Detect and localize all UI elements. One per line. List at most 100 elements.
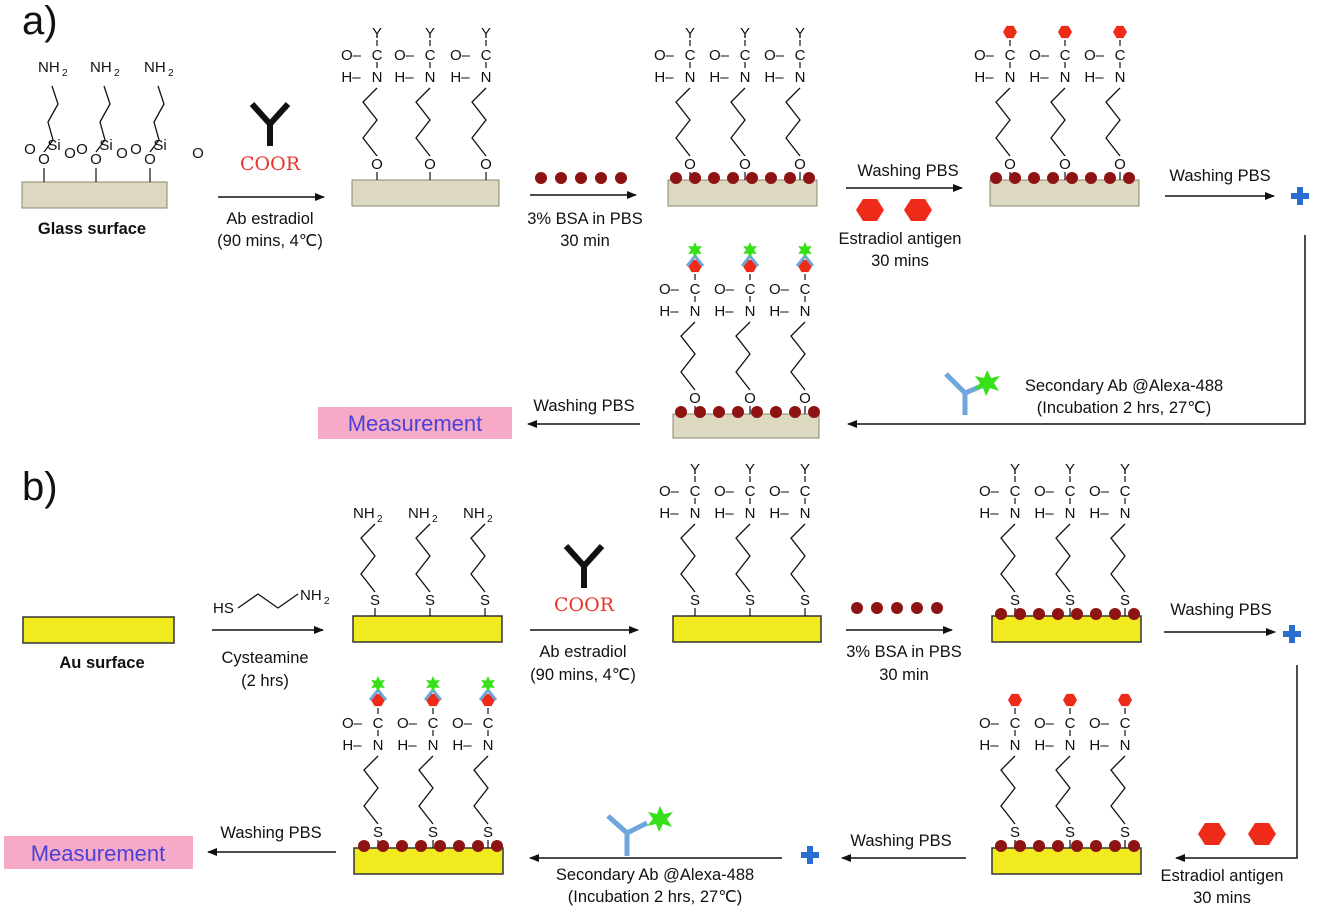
chem-label: O–: [1089, 715, 1110, 732]
chem-label: C: [1060, 47, 1071, 64]
chem-label: O: [794, 156, 806, 173]
bsa-dot: [1109, 840, 1121, 852]
antigen-hexagon: [743, 259, 757, 273]
bsa-dots-icon: [851, 602, 943, 614]
chem-label: O–: [1089, 483, 1110, 500]
chem-label: O: [689, 390, 701, 407]
chem-label: C: [1115, 47, 1126, 64]
chem-label: 2: [432, 514, 438, 525]
chem-label: S: [428, 824, 438, 841]
chem-label: NH: [353, 505, 375, 522]
chem-label: S: [1065, 592, 1075, 609]
bsa-dot: [770, 406, 782, 418]
chem-label: H–: [1034, 737, 1054, 754]
linker-strand: OH–NO–CY: [654, 25, 696, 180]
linker-strand: SH–NO–C: [452, 676, 498, 848]
svg-text:NH: NH: [300, 587, 322, 604]
chem-label: S: [483, 824, 493, 841]
bsa-dot: [1090, 608, 1102, 620]
bsa-row: [990, 172, 1135, 184]
chem-label: S: [1120, 824, 1130, 841]
au-slab: [353, 847, 504, 875]
chem-label: O–: [659, 281, 680, 298]
chem-label: H–: [974, 69, 994, 86]
b-step6-top: Washing PBS: [850, 832, 951, 850]
a-step3-top: Washing PBS: [857, 162, 958, 180]
bsa-dot: [689, 172, 701, 184]
chem-label: O: [64, 145, 76, 162]
linker-strand: SH–NO–C: [397, 676, 443, 848]
bsa-dot: [1066, 172, 1078, 184]
a-measurement: Measurement: [348, 411, 483, 436]
bsa-dot: [1014, 840, 1026, 852]
chem-label: C: [800, 281, 811, 298]
chem-label: 2: [377, 514, 383, 525]
chem-label: N: [690, 505, 701, 522]
chem-label: NH: [408, 505, 430, 522]
chem-label: H–: [452, 737, 472, 754]
a-step3-label: Estradiol antigen: [839, 230, 962, 248]
chem-label: O–: [659, 483, 680, 500]
a-step1-label: Ab estradiol: [226, 210, 313, 228]
antigen-hexagon: [1113, 25, 1127, 39]
chem-label: Y: [481, 25, 491, 42]
au-slab: [22, 616, 175, 644]
chem-label: O: [744, 390, 756, 407]
b-step2-sub: (90 mins, 4℃): [530, 666, 636, 684]
bsa-dot: [765, 172, 777, 184]
bsa-row: [670, 172, 815, 184]
chem-label: Y: [740, 25, 750, 42]
a-step5-sub: (Incubation 2 hrs, 27℃): [1037, 399, 1211, 417]
linker-strand: OH–NO–C: [769, 242, 815, 414]
bsa-dot: [1090, 840, 1102, 852]
chem-label: S: [370, 592, 380, 609]
chem-label: N: [800, 303, 811, 320]
chem-label: S: [373, 824, 383, 841]
chem-label: N: [481, 69, 492, 86]
b-step1-sub: (2 hrs): [241, 672, 289, 690]
chem-label: N: [1065, 737, 1076, 754]
bsa-dot: [1071, 840, 1083, 852]
bsa-dot: [746, 172, 758, 184]
b-step3-sub: 30 min: [879, 666, 929, 684]
chem-label: Y: [372, 25, 382, 42]
chem-label: H–: [1089, 505, 1109, 522]
chem-label: S: [745, 592, 755, 609]
chem-label: N: [1060, 69, 1071, 86]
chem-label: N: [795, 69, 806, 86]
chem-label: H–: [341, 69, 361, 86]
chem-label: H–: [764, 69, 784, 86]
chem-label: H–: [659, 505, 679, 522]
chem-label: O: [799, 390, 811, 407]
svg-text:HS: HS: [213, 600, 234, 617]
linker-strand: OH–NO–CY: [764, 25, 806, 180]
linker-strand: OH–NO–CY: [394, 25, 436, 180]
linker-strand: SH–NO–CY: [1034, 461, 1076, 616]
chem-label: H–: [714, 505, 734, 522]
bsa-dot: [670, 172, 682, 184]
chem-label: Y: [425, 25, 435, 42]
au-slab: [991, 847, 1142, 875]
chem-label: H–: [654, 69, 674, 86]
bsa-dot: [1028, 172, 1040, 184]
linker-strand: SH–NO–CY: [1089, 461, 1131, 616]
chem-label: O–: [1034, 715, 1055, 732]
glass-slab: [351, 179, 500, 207]
panel-a-label: a): [22, 0, 58, 43]
b-step7-label: Secondary Ab @Alexa-488: [556, 866, 754, 884]
bsa-dot: [1085, 172, 1097, 184]
bsa-dot: [453, 840, 465, 852]
bsa-dot: [995, 840, 1007, 852]
chem-label: C: [795, 47, 806, 64]
chem-label: O–: [714, 483, 735, 500]
bsa-dot: [732, 406, 744, 418]
chem-label: O–: [342, 715, 363, 732]
chem-label: O–: [979, 483, 1000, 500]
chem-label: O: [130, 141, 142, 158]
bsa-dot: [1104, 172, 1116, 184]
